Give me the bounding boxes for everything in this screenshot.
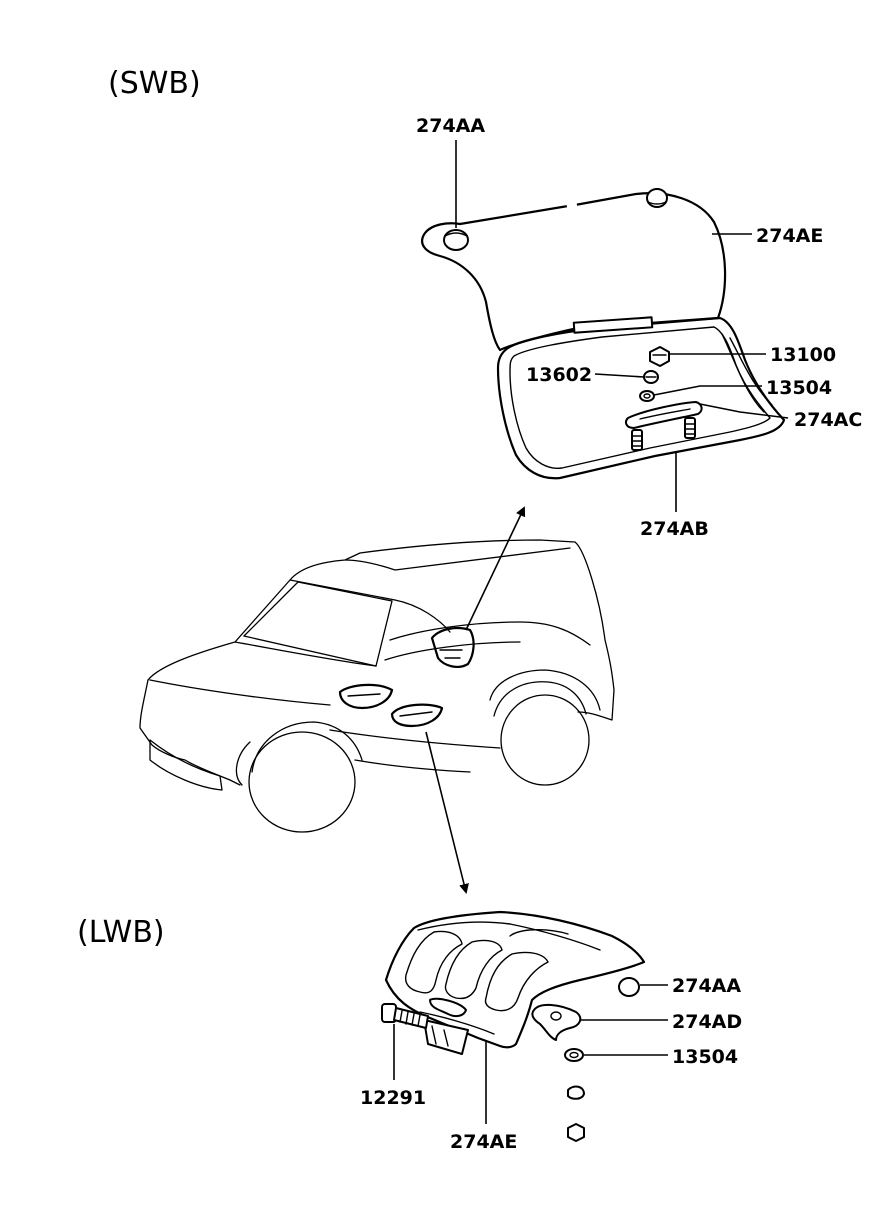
lwb-knob: [618, 977, 640, 997]
label-swb-274AC: 274AC: [794, 409, 862, 431]
lwb-bolt-12291: [381, 1003, 429, 1029]
vehicle-lwb-panel-highlight-2: [390, 703, 444, 728]
leader-swb-13504: [653, 385, 762, 396]
arrow-to-lwb: [425, 731, 469, 894]
label-swb-274AE: 274AE: [756, 225, 823, 247]
swb-cover-panel: [421, 192, 727, 352]
label-swb-13504: 13504: [766, 377, 832, 399]
swb-stud-left: [631, 429, 643, 451]
vehicle-outline: [139, 539, 615, 833]
lwb-clip: [567, 1085, 585, 1100]
vehicle-swb-panel-highlight: [430, 627, 475, 668]
swb-knob-left: [443, 229, 469, 251]
section-label-swb: (SWB): [108, 66, 201, 101]
lwb-assembly: 274AA 274AD 13504 12291 274AE: [360, 910, 742, 1153]
arrow-to-swb: [465, 506, 526, 631]
section-label-lwb: (LWB): [77, 915, 165, 950]
leader-swb-13602: [594, 373, 645, 378]
swb-stud-right: [684, 417, 696, 439]
label-lwb-274AA: 274AA: [672, 975, 741, 997]
label-lwb-274AE: 274AE: [450, 1131, 517, 1153]
swb-bracket-274AC: [625, 401, 703, 429]
label-lwb-12291: 12291: [360, 1087, 426, 1109]
lwb-washer-13504: [564, 1048, 584, 1062]
label-swb-13602: 13602: [526, 364, 592, 386]
vehicle-lwb-panel-highlight-1: [338, 683, 394, 710]
label-swb-13100: 13100: [770, 344, 836, 366]
swb-nut-13100: [649, 346, 670, 367]
label-lwb-13504: 13504: [672, 1046, 738, 1068]
swb-clip-13602: [643, 370, 659, 384]
swb-knob-right: [646, 188, 668, 208]
lwb-nut: [567, 1123, 585, 1142]
label-swb-274AA: 274AA: [416, 115, 485, 137]
swb-seal-ring-outer: [496, 316, 786, 480]
swb-hinge: [572, 316, 654, 334]
lwb-cover-panel: [384, 910, 646, 1049]
label-lwb-274AD: 274AD: [672, 1011, 742, 1033]
label-swb-274AB: 274AB: [640, 518, 709, 540]
swb-assembly: 274AA 274AE 13100 13602 13504 274AC 274A…: [416, 115, 862, 540]
swb-seal-ring-inner: [509, 326, 771, 469]
leader-swb-274AC: [699, 403, 789, 419]
swb-washer-13504: [639, 390, 655, 402]
lwb-clip-274AD: [531, 1004, 582, 1041]
